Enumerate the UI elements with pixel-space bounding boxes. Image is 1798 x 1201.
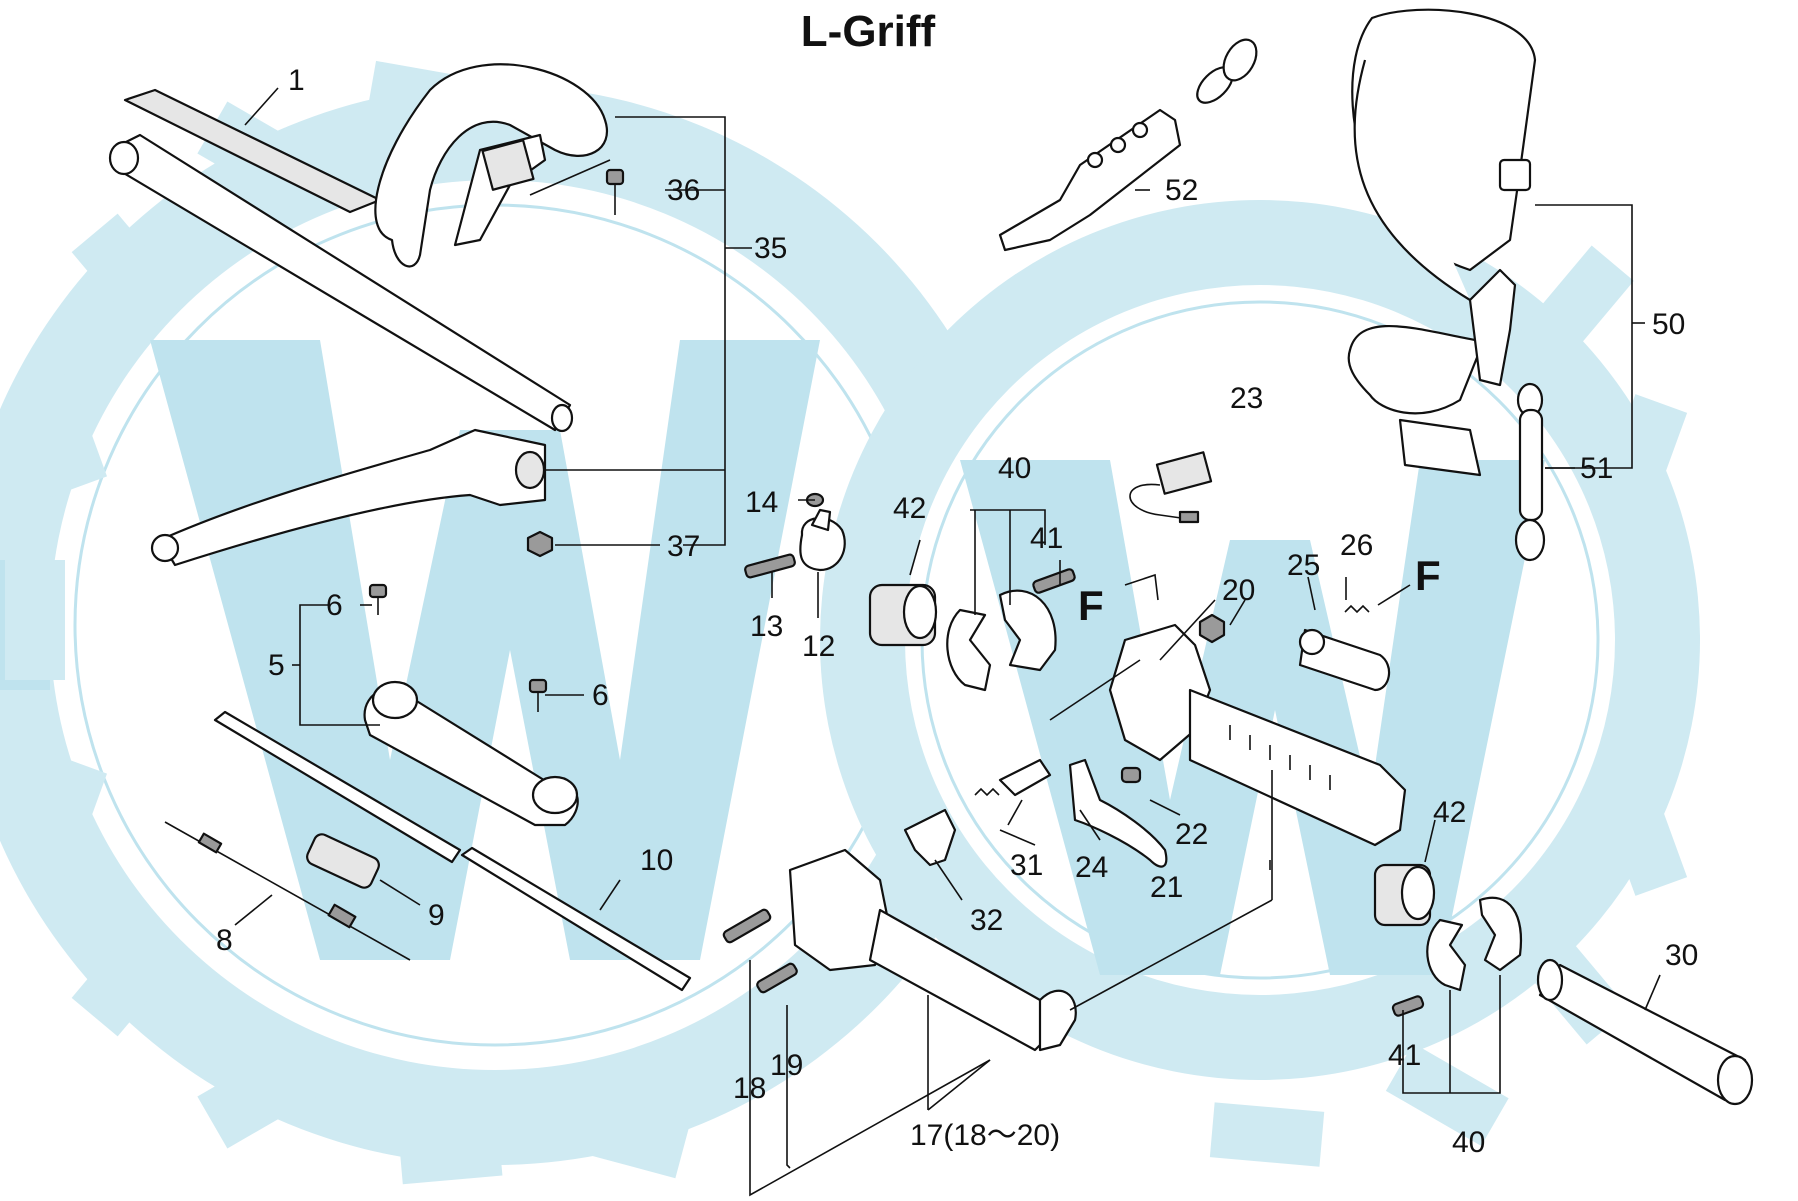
part-19-screw [756,962,798,994]
part-50-harness [1347,8,1537,477]
callout-6-lower: 6 [592,679,609,712]
part-26-spring [1344,604,1370,614]
part-52-strap-plate [998,38,1258,252]
part-36-screw [605,168,625,215]
part-17-housing [788,623,1407,1052]
part-40-clamp-lower [1426,896,1522,992]
callout-5: 5 [268,649,285,682]
callout-40-lower: 40 [1452,1126,1485,1159]
callout-9: 9 [428,899,445,932]
callout-20: 20 [1222,574,1255,607]
callout-14: 14 [745,486,778,519]
callout-31: 31 [1010,849,1043,882]
callout-25: 25 [1287,549,1320,582]
part-20-nut [1198,613,1226,644]
callout-13: 13 [750,610,783,643]
callout-24: 24 [1075,851,1108,884]
part-5-throttle-bracket [363,680,579,827]
callout-F-left: F [1078,582,1104,629]
part-18-screw [722,908,772,944]
callout-32: 32 [970,904,1003,937]
callout-17: 17(18～20) [910,1119,1060,1152]
callout-42-upper: 42 [893,492,926,525]
callout-10: 10 [640,844,673,877]
diagram-title: L-Griff [801,7,936,56]
callouts: 1 36 35 37 52 50 51 23 40 41 42 14 13 12… [216,64,1698,1159]
part-13-screw [744,553,796,579]
part-6-screw-a [368,583,388,615]
callout-36: 36 [667,174,700,207]
callout-42-lower: 42 [1433,796,1466,829]
part-24-link [998,758,1052,797]
part-42-sleeve-upper [868,583,938,647]
part-31-spring [974,787,1000,797]
part-40-clamp-upper [946,589,1057,692]
callout-52: 52 [1165,174,1198,207]
callout-37: 37 [667,530,700,563]
part-30-tube [1536,958,1754,1106]
watermark-gear-left [0,85,1035,1165]
part-41-screw-upper [1032,568,1076,594]
callout-18: 18 [733,1072,766,1105]
callout-23: 23 [1230,382,1263,415]
callout-40-upper: 40 [998,452,1031,485]
callout-21: 21 [1150,871,1183,904]
part-22-pin [1120,766,1142,784]
part-23-switch [1129,451,1213,524]
callout-50: 50 [1652,308,1685,341]
part-42-sleeve-lower [1373,863,1436,927]
part-37-nut [526,530,554,558]
leader-lines [234,87,1661,1197]
callout-F-right: F [1415,552,1441,599]
callout-1: 1 [288,64,305,97]
callout-35: 35 [754,232,787,265]
part-41-screw-lower [1391,995,1425,1017]
part-12-clamp [799,508,846,572]
callout-41-upper: 41 [1030,522,1063,555]
callout-41-lower: 41 [1388,1039,1421,1072]
callout-26: 26 [1340,529,1373,562]
part-8-cable [164,821,411,961]
part-35-lower-bracket [150,428,547,567]
callout-12: 12 [802,630,835,663]
callout-51: 51 [1580,452,1613,485]
callout-22: 22 [1175,818,1208,851]
callout-6-upper: 6 [326,589,343,622]
part-21-trigger [1068,758,1168,868]
part-6-screw-b [528,678,548,712]
part-51-hook [1514,382,1546,562]
part-25-lever [1298,628,1391,692]
callout-30: 30 [1665,939,1698,972]
callout-19: 19 [770,1049,803,1082]
part-35-loop-handle [374,63,608,268]
callout-8: 8 [216,924,233,957]
part-shaft-tube [108,133,574,433]
part-32-cover [903,808,957,867]
part-9-sleeve [306,833,380,889]
part-10-drive-shaft [213,710,692,992]
